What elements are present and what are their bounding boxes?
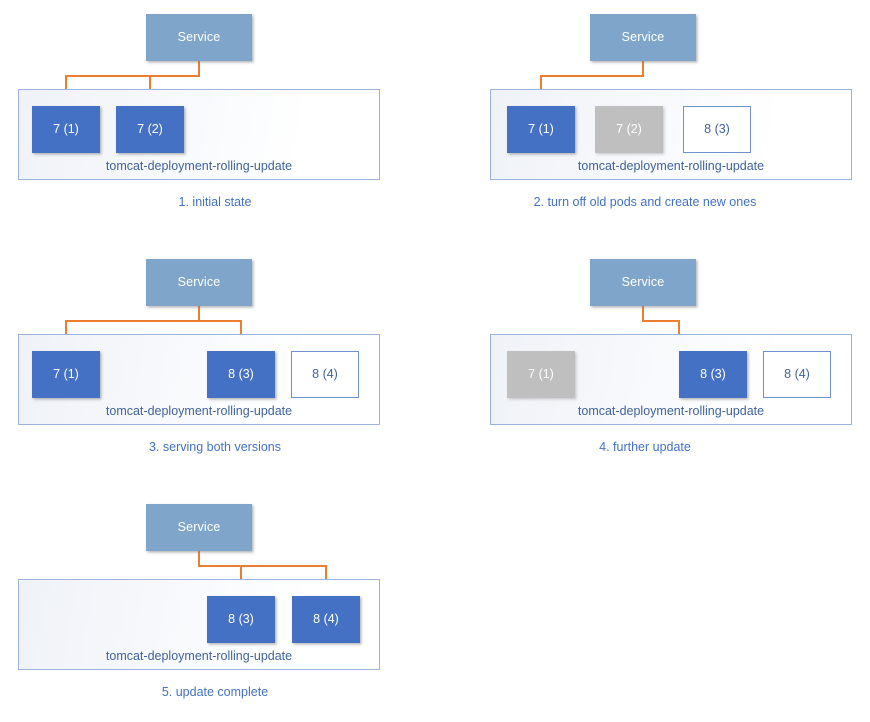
pod-box[interactable]: 7 (2)	[116, 106, 184, 153]
pod-label: 8 (3)	[704, 122, 730, 137]
deployment-label: tomcat-deployment-rolling-update	[105, 403, 293, 418]
deployment-label: tomcat-deployment-rolling-update	[105, 158, 293, 173]
pod-label: 8 (3)	[228, 367, 254, 382]
deployment-label: tomcat-deployment-rolling-update	[577, 403, 765, 418]
pod-label: 7 (1)	[528, 367, 554, 382]
pod-label: 7 (2)	[616, 122, 642, 137]
panel-turn-off-old-pods: Service tomcat-deployment-rolling-update…	[430, 0, 860, 232]
pod-label: 7 (1)	[53, 122, 79, 137]
pod-label: 8 (4)	[313, 612, 339, 627]
pod-box[interactable]: 7 (1)	[507, 351, 575, 398]
pod-label: 7 (1)	[528, 122, 554, 137]
panel-caption: 5. update complete	[161, 685, 269, 699]
service-box[interactable]: Service	[590, 14, 696, 61]
pod-box[interactable]: 7 (1)	[32, 351, 100, 398]
pod-label: 8 (3)	[700, 367, 726, 382]
pod-box[interactable]: 8 (3)	[207, 351, 275, 398]
service-box[interactable]: Service	[590, 259, 696, 306]
pod-label: 8 (4)	[312, 367, 338, 382]
service-box[interactable]: Service	[146, 14, 252, 61]
deployment-label: tomcat-deployment-rolling-update	[105, 648, 293, 663]
pod-box[interactable]: 8 (3)	[679, 351, 747, 398]
pod-label: 7 (1)	[53, 367, 79, 382]
pod-label: 7 (2)	[137, 122, 163, 137]
pod-box[interactable]: 8 (4)	[291, 351, 359, 398]
pod-box[interactable]: 8 (4)	[763, 351, 831, 398]
pod-box[interactable]: 7 (2)	[595, 106, 663, 153]
service-label: Service	[177, 520, 221, 535]
deployment-label: tomcat-deployment-rolling-update	[577, 158, 765, 173]
pod-label: 8 (3)	[228, 612, 254, 627]
pod-box[interactable]: 8 (4)	[292, 596, 360, 643]
panel-further-update: Service tomcat-deployment-rolling-update…	[430, 245, 860, 477]
panel-caption: 1. initial state	[178, 195, 252, 209]
pod-box[interactable]: 7 (1)	[32, 106, 100, 153]
service-label: Service	[621, 275, 665, 290]
panel-initial-state: Service tomcat-deployment-rolling-update…	[0, 0, 430, 232]
panel-caption: 4. further update	[599, 440, 691, 454]
service-box[interactable]: Service	[146, 259, 252, 306]
service-label: Service	[621, 30, 665, 45]
panel-serving-both-versions: Service tomcat-deployment-rolling-update…	[0, 245, 430, 477]
pod-box[interactable]: 8 (3)	[207, 596, 275, 643]
pod-label: 8 (4)	[784, 367, 810, 382]
service-label: Service	[177, 30, 221, 45]
panel-caption: 3. serving both versions	[148, 440, 281, 454]
pod-box[interactable]: 8 (3)	[683, 106, 751, 153]
panel-update-complete: Service tomcat-deployment-rolling-update…	[0, 490, 430, 722]
deployment-container[interactable]: tomcat-deployment-rolling-update	[18, 579, 380, 670]
service-box[interactable]: Service	[146, 504, 252, 551]
pod-box[interactable]: 7 (1)	[507, 106, 575, 153]
service-label: Service	[177, 275, 221, 290]
panel-caption: 2. turn off old pods and create new ones	[533, 195, 757, 209]
